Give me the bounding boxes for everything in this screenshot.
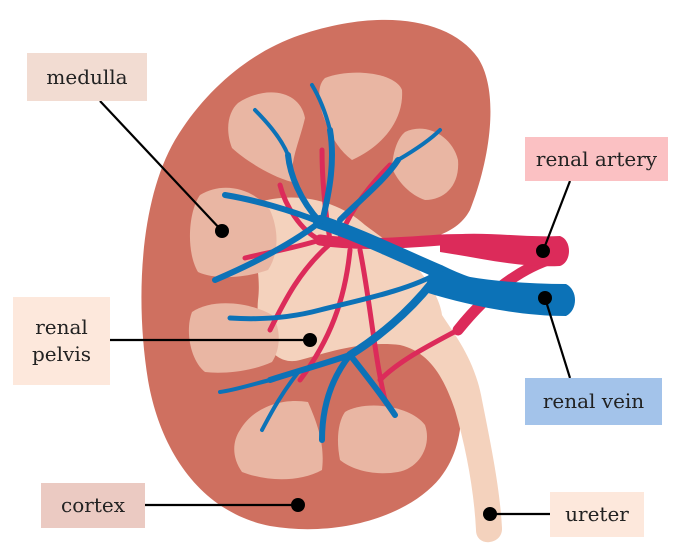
dot-pelvis	[303, 333, 317, 347]
renal-vein-trunk	[425, 268, 575, 316]
dot-ureter	[483, 507, 497, 521]
label-renal-vein: renal vein	[525, 378, 662, 425]
label-cortex: cortex	[41, 483, 145, 528]
dot-artery	[536, 244, 550, 258]
label-renal-pelvis: renal pelvis	[13, 297, 110, 385]
label-medulla: medulla	[27, 53, 147, 101]
pyramid-5	[189, 303, 279, 372]
pyramid-7	[338, 406, 427, 474]
dot-vein	[538, 291, 552, 305]
dot-cortex	[291, 498, 305, 512]
label-ureter: ureter	[550, 492, 644, 537]
label-renal-artery: renal artery	[525, 137, 668, 181]
dot-medulla	[215, 224, 229, 238]
